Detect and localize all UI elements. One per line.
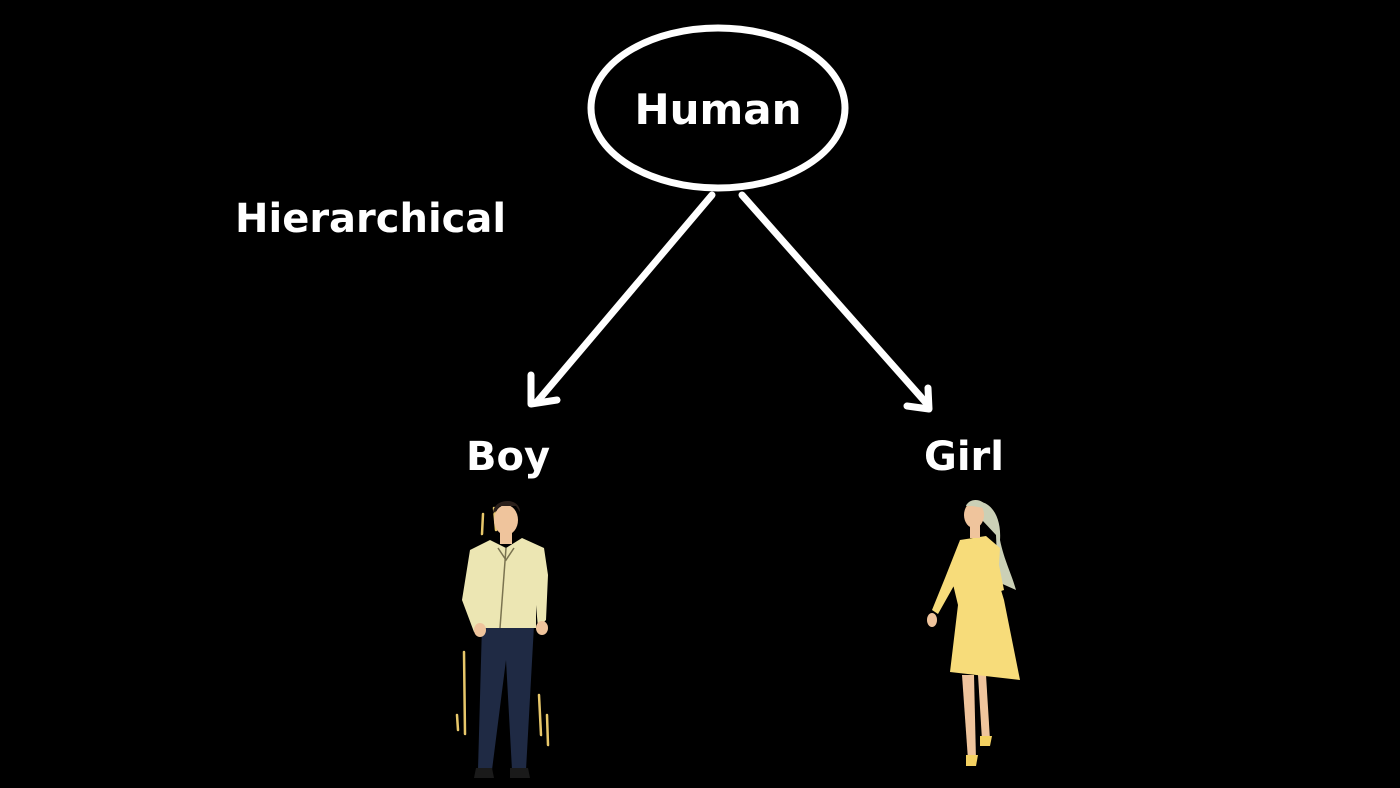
connector-to-boy bbox=[527, 191, 716, 408]
arrowhead-girl-icon bbox=[903, 384, 933, 413]
root-node-label: Human bbox=[634, 85, 801, 134]
root-node: Human bbox=[587, 24, 849, 192]
child-label-boy: Boy bbox=[466, 434, 550, 480]
connector-line-girl bbox=[738, 191, 932, 409]
connector-to-girl bbox=[738, 191, 933, 413]
arrowhead-boy-icon bbox=[527, 371, 561, 408]
root-node-ellipse bbox=[587, 24, 849, 192]
connector-line-boy bbox=[532, 191, 716, 407]
child-label-girl: Girl bbox=[924, 434, 1004, 480]
woman-figure-icon bbox=[927, 499, 1020, 766]
side-label: Hierarchical bbox=[235, 196, 506, 242]
man-figure-icon bbox=[455, 500, 550, 778]
